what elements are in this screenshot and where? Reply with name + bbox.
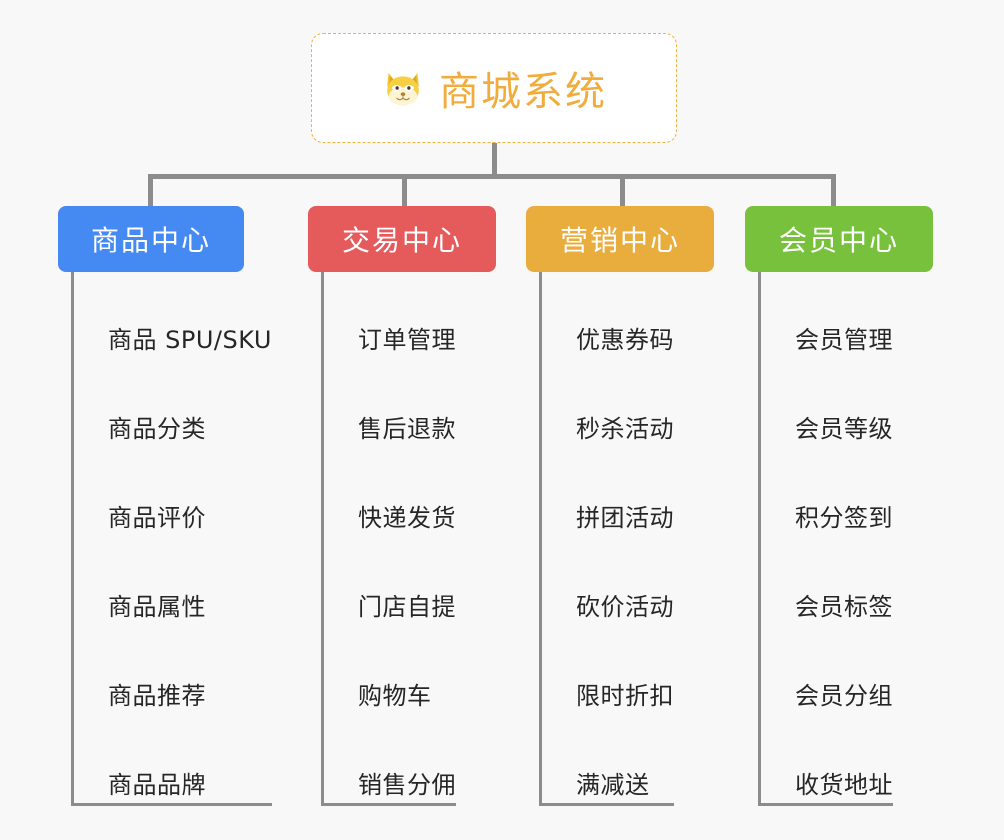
leaf-item[interactable]: 商品品牌 [74, 717, 272, 806]
leaf-item[interactable]: 会员管理 [761, 272, 933, 806]
leaf-label: 售后退款 [358, 415, 456, 443]
leaf-item[interactable]: 售后退款 [324, 361, 496, 806]
leaf-label: 商品属性 [108, 593, 206, 621]
leaf-label: 订单管理 [358, 326, 456, 354]
branch-header-1[interactable]: 商品中心 [58, 206, 244, 272]
leaf-label: 门店自提 [358, 593, 456, 621]
connector-drop-3 [620, 174, 625, 208]
leaf-label: 商品推荐 [108, 682, 206, 710]
leaf-item[interactable]: 限时折扣 [542, 628, 714, 806]
leaf-label: 拼团活动 [576, 504, 674, 532]
leaf-underline [74, 803, 206, 806]
branch-header-label-1: 商品中心 [90, 224, 211, 257]
leaf-item[interactable]: 砍价活动 [542, 539, 714, 806]
connector-drop-4 [831, 174, 836, 208]
leaf-label: 商品分类 [108, 415, 206, 443]
dog-face-icon [381, 66, 425, 110]
leaf-label: 积分签到 [795, 504, 893, 532]
leaf-label: 商品品牌 [108, 771, 206, 799]
leaf-item[interactable]: 门店自提 [324, 539, 496, 806]
leaf-item[interactable]: 商品属性 [74, 539, 272, 806]
leaf-item[interactable]: 销售分佣 [324, 717, 496, 806]
branch-marketing-center: 营销中心 优惠券码 秒杀活动 拼团活动 砍价活动 限时折扣 满减送 [526, 206, 714, 806]
root-node[interactable]: 商城系统 [311, 33, 677, 143]
connector-drop-2 [402, 174, 407, 208]
leaf-list-1: 商品 SPU/SKU 商品分类 商品评价 商品属性 商品推荐 商品品牌 [71, 272, 272, 806]
leaf-label: 销售分佣 [358, 771, 456, 799]
leaf-label: 购物车 [358, 682, 432, 710]
leaf-label: 优惠券码 [576, 326, 674, 354]
leaf-item[interactable]: 会员等级 [761, 361, 933, 806]
leaf-list-2: 订单管理 售后退款 快递发货 门店自提 购物车 销售分佣 [321, 272, 496, 806]
branch-header-3[interactable]: 营销中心 [526, 206, 714, 272]
leaf-item[interactable]: 会员分组 [761, 628, 933, 806]
connector-horizontal-bar [148, 174, 836, 179]
branch-product-center: 商品中心 商品 SPU/SKU 商品分类 商品评价 商品属性 商品推荐 商品品牌 [58, 206, 272, 806]
branch-header-label-3: 营销中心 [559, 224, 680, 257]
leaf-item[interactable]: 商品分类 [74, 361, 272, 806]
leaf-label: 秒杀活动 [576, 415, 674, 443]
leaf-list-3: 优惠券码 秒杀活动 拼团活动 砍价活动 限时折扣 满减送 [539, 272, 714, 806]
leaf-label: 满减送 [576, 771, 650, 799]
leaf-underline [761, 803, 893, 806]
leaf-list-4: 会员管理 会员等级 积分签到 会员标签 会员分组 收货地址 [758, 272, 933, 806]
branch-header-2[interactable]: 交易中心 [308, 206, 496, 272]
leaf-label: 限时折扣 [576, 682, 674, 710]
leaf-item[interactable]: 拼团活动 [542, 450, 714, 806]
leaf-item[interactable]: 订单管理 [324, 272, 496, 806]
leaf-item[interactable]: 会员标签 [761, 539, 933, 806]
leaf-label: 会员标签 [795, 593, 893, 621]
branch-header-label-4: 会员中心 [778, 224, 899, 257]
branch-member-center: 会员中心 会员管理 会员等级 积分签到 会员标签 会员分组 收货地址 [745, 206, 933, 806]
leaf-item[interactable]: 快递发货 [324, 450, 496, 806]
leaf-label: 砍价活动 [576, 593, 674, 621]
branch-header-label-2: 交易中心 [341, 224, 462, 257]
connector-drop-1 [148, 174, 153, 208]
leaf-label: 商品 SPU/SKU [108, 326, 272, 354]
leaf-item[interactable]: 商品评价 [74, 450, 272, 806]
leaf-item[interactable]: 优惠券码 [542, 272, 714, 806]
connector-stem [492, 143, 497, 178]
leaf-label: 会员等级 [795, 415, 893, 443]
leaf-underline [542, 803, 650, 806]
leaf-label: 会员管理 [795, 326, 893, 354]
leaf-item[interactable]: 收货地址 [761, 717, 933, 806]
root-title: 商城系统 [439, 69, 607, 115]
leaf-item[interactable]: 商品 SPU/SKU [74, 272, 272, 806]
leaf-item[interactable]: 秒杀活动 [542, 361, 714, 806]
leaf-label: 商品评价 [108, 504, 206, 532]
leaf-item[interactable]: 商品推荐 [74, 628, 272, 806]
leaf-item[interactable]: 购物车 [324, 628, 496, 806]
leaf-underline [324, 803, 456, 806]
leaf-item[interactable]: 满减送 [542, 717, 714, 806]
branch-header-4[interactable]: 会员中心 [745, 206, 933, 272]
leaf-label: 收货地址 [795, 771, 893, 799]
branch-trade-center: 交易中心 订单管理 售后退款 快递发货 门店自提 购物车 销售分佣 [308, 206, 496, 806]
leaf-label: 会员分组 [795, 682, 893, 710]
leaf-item[interactable]: 积分签到 [761, 450, 933, 806]
leaf-label: 快递发货 [358, 504, 456, 532]
